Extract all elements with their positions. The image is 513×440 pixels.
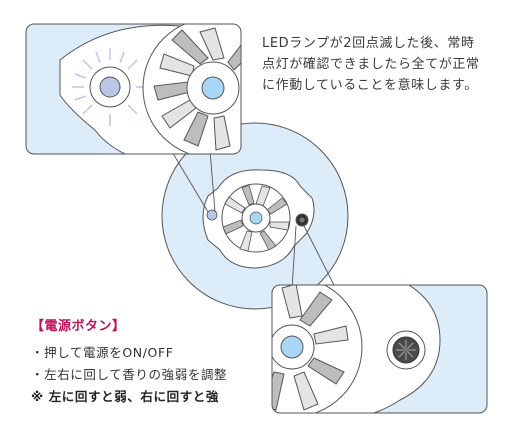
power-dial-icon [386, 330, 426, 370]
note-line: 点灯が確認できましたら全てが正常 [262, 57, 480, 72]
device-circle [161, 122, 349, 310]
led-detail-panel [25, 23, 242, 155]
led-icon [206, 209, 218, 221]
power-button-instructions: 【電源ボタン】 ・押して電源をON/OFF ・左右に回して香りの強弱を調整 ※ … [31, 316, 261, 408]
power-detail-panel [271, 284, 488, 414]
instruction-emphasis: ※ 左に回すと弱、右に回すと強 [31, 389, 220, 404]
instruction-item: ・押して電源をON/OFF [31, 345, 174, 360]
power-button-heading: 【電源ボタン】 [31, 319, 126, 334]
fan-icon [221, 183, 291, 253]
led-status-note: LEDランプが2回点滅した後、常時 点灯が確認できましたら全てが正常 に作動して… [262, 33, 502, 96]
instruction-item: ・左右に回して香りの強弱を調整 [31, 367, 228, 382]
note-line: に作動していることを意味します。 [262, 78, 478, 93]
led-glow-icon [72, 48, 146, 126]
note-line: LEDランプが2回点滅した後、常時 [262, 36, 475, 51]
